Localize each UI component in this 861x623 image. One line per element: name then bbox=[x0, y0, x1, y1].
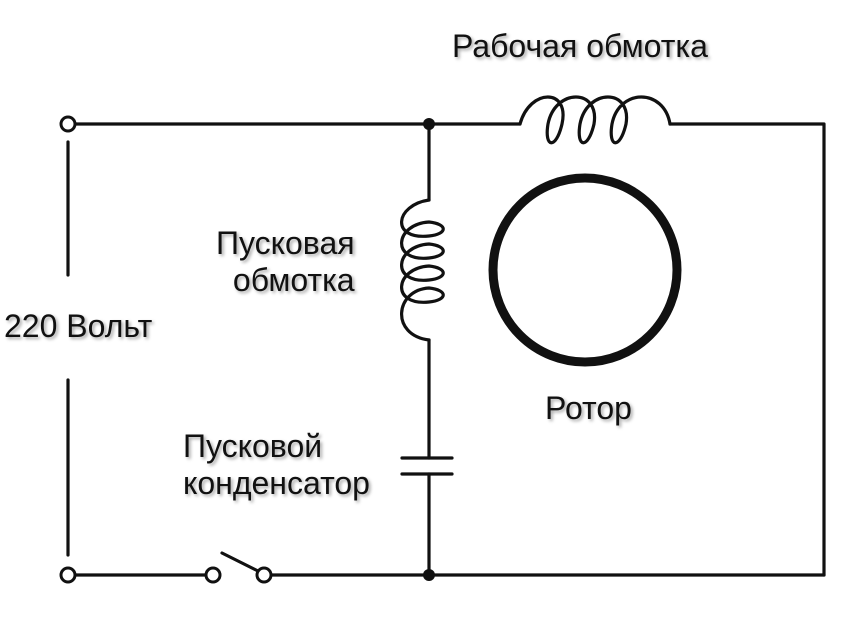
start-capacitor-label-line1: Пусковой bbox=[183, 428, 323, 464]
top-wire-right bbox=[668, 122, 826, 577]
start-winding-label-line1: Пусковая bbox=[216, 225, 355, 261]
switch-contact-left bbox=[204, 566, 222, 584]
switch-lever bbox=[220, 551, 264, 575]
start-winding-label-line2: обмотка bbox=[232, 261, 355, 298]
rotor-label: Ротор bbox=[545, 390, 632, 426]
rotor-circle bbox=[488, 173, 682, 367]
start-capacitor-label: Пусковой конденсатор bbox=[183, 428, 370, 502]
start-winding-coil bbox=[400, 198, 445, 342]
terminal-bottom-left bbox=[59, 566, 77, 584]
run-winding-label: Рабочая обмотка bbox=[452, 28, 708, 64]
junction-bottom bbox=[423, 569, 435, 581]
switch-contact-right bbox=[255, 566, 273, 584]
start-winding-label: Пусковая обмотка bbox=[216, 225, 355, 299]
voltage-label: 220 Вольт bbox=[4, 308, 153, 344]
run-winding-coil bbox=[518, 95, 672, 145]
terminal-top-left bbox=[59, 115, 77, 133]
start-capacitor-label-line2: конденсатор bbox=[183, 464, 370, 501]
junction-top bbox=[423, 118, 435, 130]
